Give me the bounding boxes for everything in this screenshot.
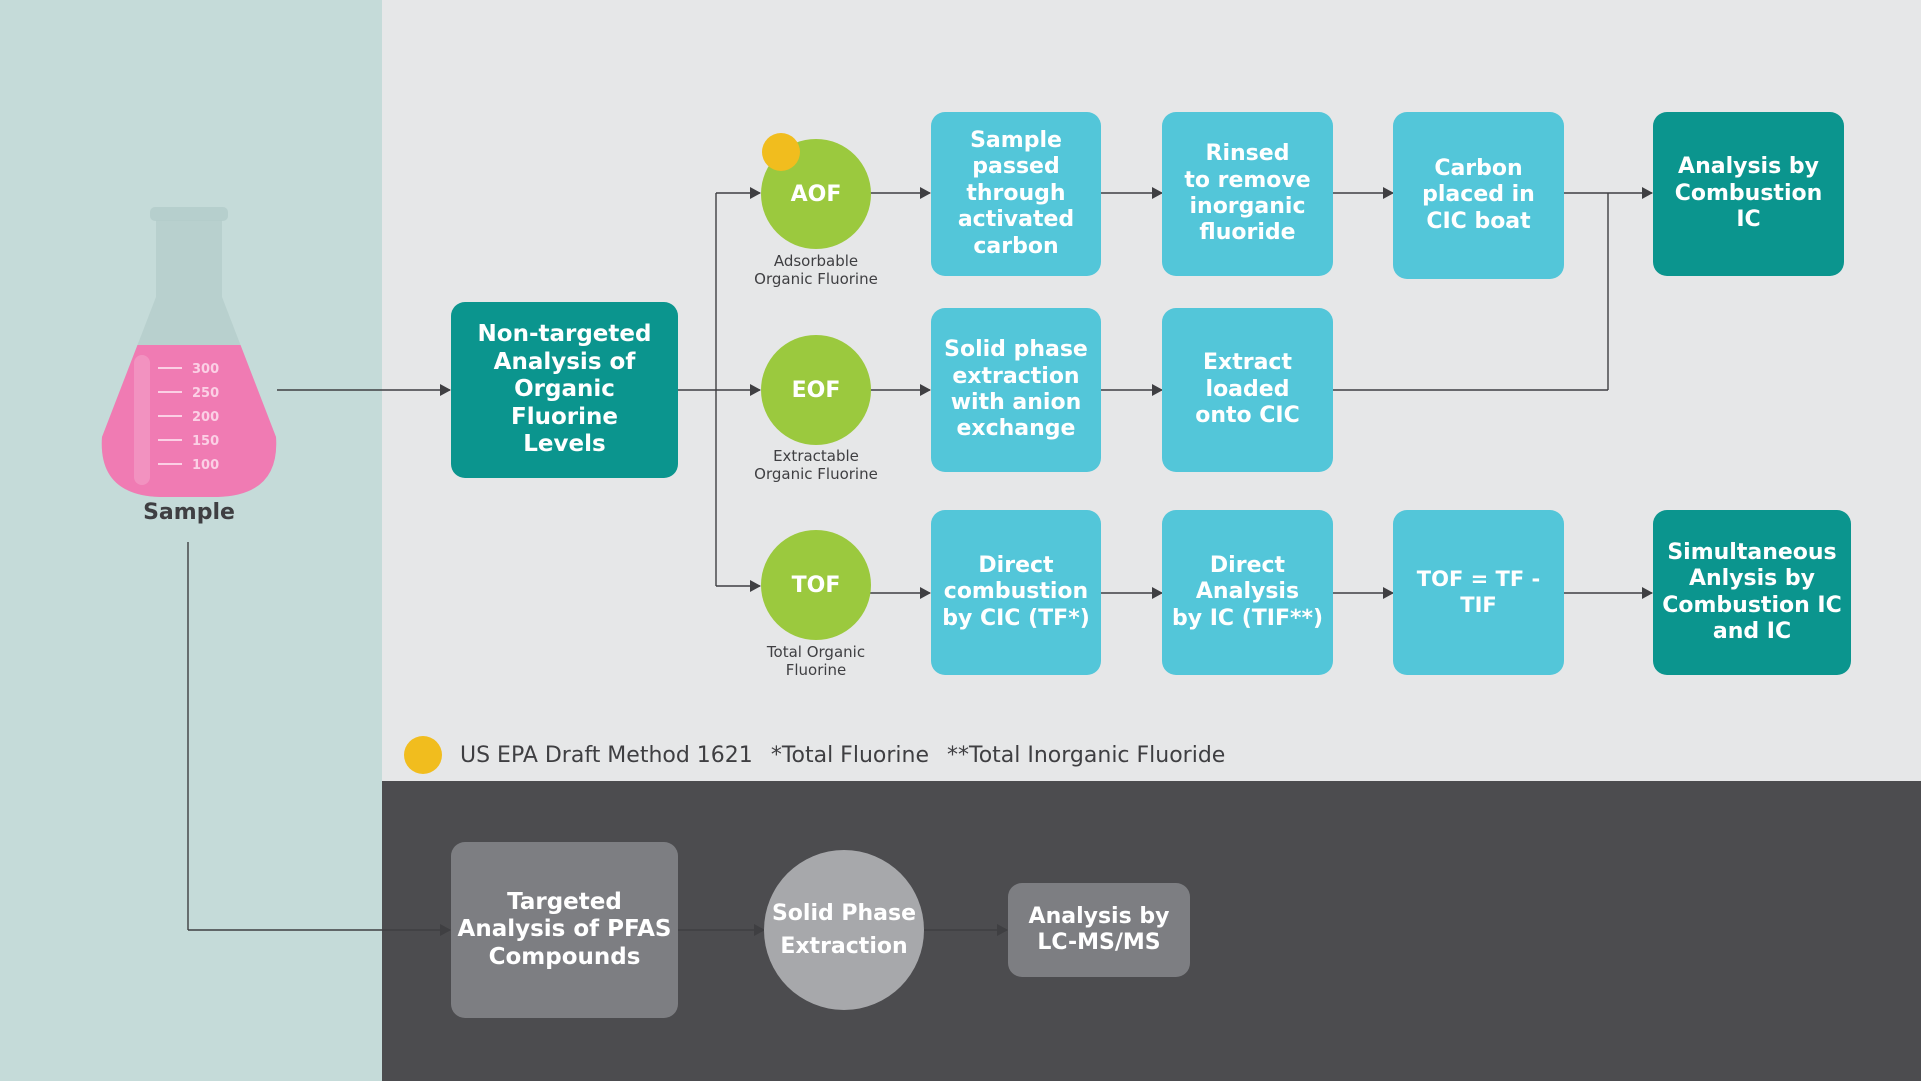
legend-epa-text: US EPA Draft Method 1621 xyxy=(460,742,753,768)
eof-step-1-box: Solid phase extraction with anion exchan… xyxy=(931,308,1101,472)
aof-step-2-box: Rinsed to remove inorganic fluoride xyxy=(1162,112,1333,276)
legend-total-inorganic-fluoride-text: **Total Inorganic Fluoride xyxy=(947,742,1226,768)
aof-circle: AOF xyxy=(761,139,871,249)
aof-step-3-box: Carbon placed in CIC boat xyxy=(1393,112,1564,279)
aof-caption: Adsorbable Organic Fluorine xyxy=(754,252,878,289)
solid-phase-extraction-circle: Solid Phase Extraction xyxy=(764,850,924,1010)
eof-step-2-box: Extract loaded onto CIC xyxy=(1162,308,1333,472)
tof-circle: TOF xyxy=(761,530,871,640)
scale-mark-250: 250 xyxy=(192,386,219,401)
eof-caption: Extractable Organic Fluorine xyxy=(754,447,878,484)
nontargeted-analysis-box: Non-targeted Analysis of Organic Fluorin… xyxy=(451,302,678,478)
lcms-analysis-box: Analysis by LC-MS/MS xyxy=(1008,883,1190,977)
simultaneous-analysis-result-box: Simultaneous Anlysis by Combustion IC an… xyxy=(1653,510,1851,675)
legend: US EPA Draft Method 1621 *Total Fluorine… xyxy=(404,736,1225,774)
sample-label: Sample xyxy=(143,500,235,525)
scale-mark-200: 200 xyxy=(192,410,219,425)
eof-circle: EOF xyxy=(761,335,871,445)
aof-step-1-box: Sample passed through activated carbon xyxy=(931,112,1101,276)
legend-epa-dot-icon xyxy=(404,736,442,774)
tof-step-3-box: TOF = TF - TIF xyxy=(1393,510,1564,675)
tof-step-2-box: Direct Analysis by IC (TIF**) xyxy=(1162,510,1333,675)
scale-mark-150: 150 xyxy=(192,434,219,449)
combustion-ic-result-box: Analysis by Combustion IC xyxy=(1653,112,1844,276)
targeted-pfas-analysis-box: Targeted Analysis of PFAS Compounds xyxy=(451,842,678,1018)
scale-mark-100: 100 xyxy=(192,458,219,473)
scale-mark-300: 300 xyxy=(192,362,219,377)
epa-method-dot-icon xyxy=(762,133,800,171)
legend-total-fluorine-text: *Total Fluorine xyxy=(770,742,929,768)
sample-flask-icon: 300 250 200 150 100 xyxy=(101,207,277,497)
tof-step-1-box: Direct combustion by CIC (TF*) xyxy=(931,510,1101,675)
tof-caption: Total Organic Fluorine xyxy=(766,643,866,680)
sample-panel xyxy=(0,0,382,1081)
